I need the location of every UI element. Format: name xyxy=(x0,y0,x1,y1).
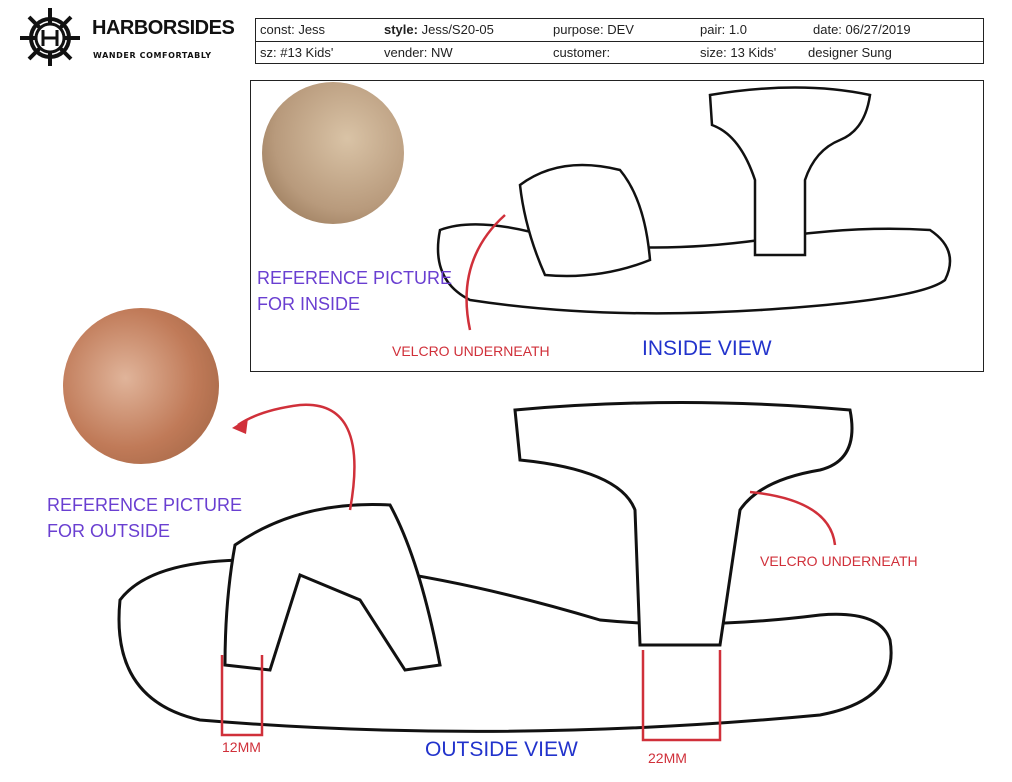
toe-dimension: 12MM xyxy=(222,739,261,755)
heel-dimension: 22MM xyxy=(648,750,687,766)
spec-designer: designer Sung xyxy=(808,45,892,60)
brand-tagline: WANDER COMFORTABLY xyxy=(93,51,212,60)
velcro-outside-label: VELCRO UNDERNEATH xyxy=(760,553,918,569)
inside-view-frame xyxy=(250,80,984,372)
callout-lines xyxy=(220,214,837,742)
spec-customer: customer: xyxy=(553,45,611,60)
spec-row-2: sz: #13 Kids' vender: NW customer: size:… xyxy=(256,42,983,64)
spec-size: size: 13 Kids' xyxy=(700,45,777,60)
brand-name: HARBORSIDES xyxy=(92,17,235,39)
spec-table: const: Jess style: Jess/S20-05 purpose: … xyxy=(255,18,984,64)
arrow-head-icon xyxy=(232,418,248,434)
spec-date: date: 06/27/2019 xyxy=(813,22,911,37)
outside-sandal-sketch xyxy=(117,401,893,733)
spec-style: style: Jess/S20-05 xyxy=(384,22,494,37)
logo-wheel-icon xyxy=(20,8,80,66)
spec-sz: sz: #13 Kids' xyxy=(260,45,334,60)
spec-const: const: Jess xyxy=(260,22,326,37)
inside-sandal-sketch xyxy=(436,86,952,315)
reference-photo-outside xyxy=(63,308,219,464)
spec-pair: pair: 1.0 xyxy=(700,22,747,37)
velcro-inside-label: VELCRO UNDERNEATH xyxy=(392,343,550,359)
spec-purpose: purpose: DEV xyxy=(553,22,634,37)
reference-photo-inside xyxy=(262,82,404,224)
inside-view-title: INSIDE VIEW xyxy=(642,337,772,360)
spec-row-1: const: Jess style: Jess/S20-05 purpose: … xyxy=(256,19,983,42)
spec-vender: vender: NW xyxy=(384,45,453,60)
outside-view-title: OUTSIDE VIEW xyxy=(425,738,578,761)
